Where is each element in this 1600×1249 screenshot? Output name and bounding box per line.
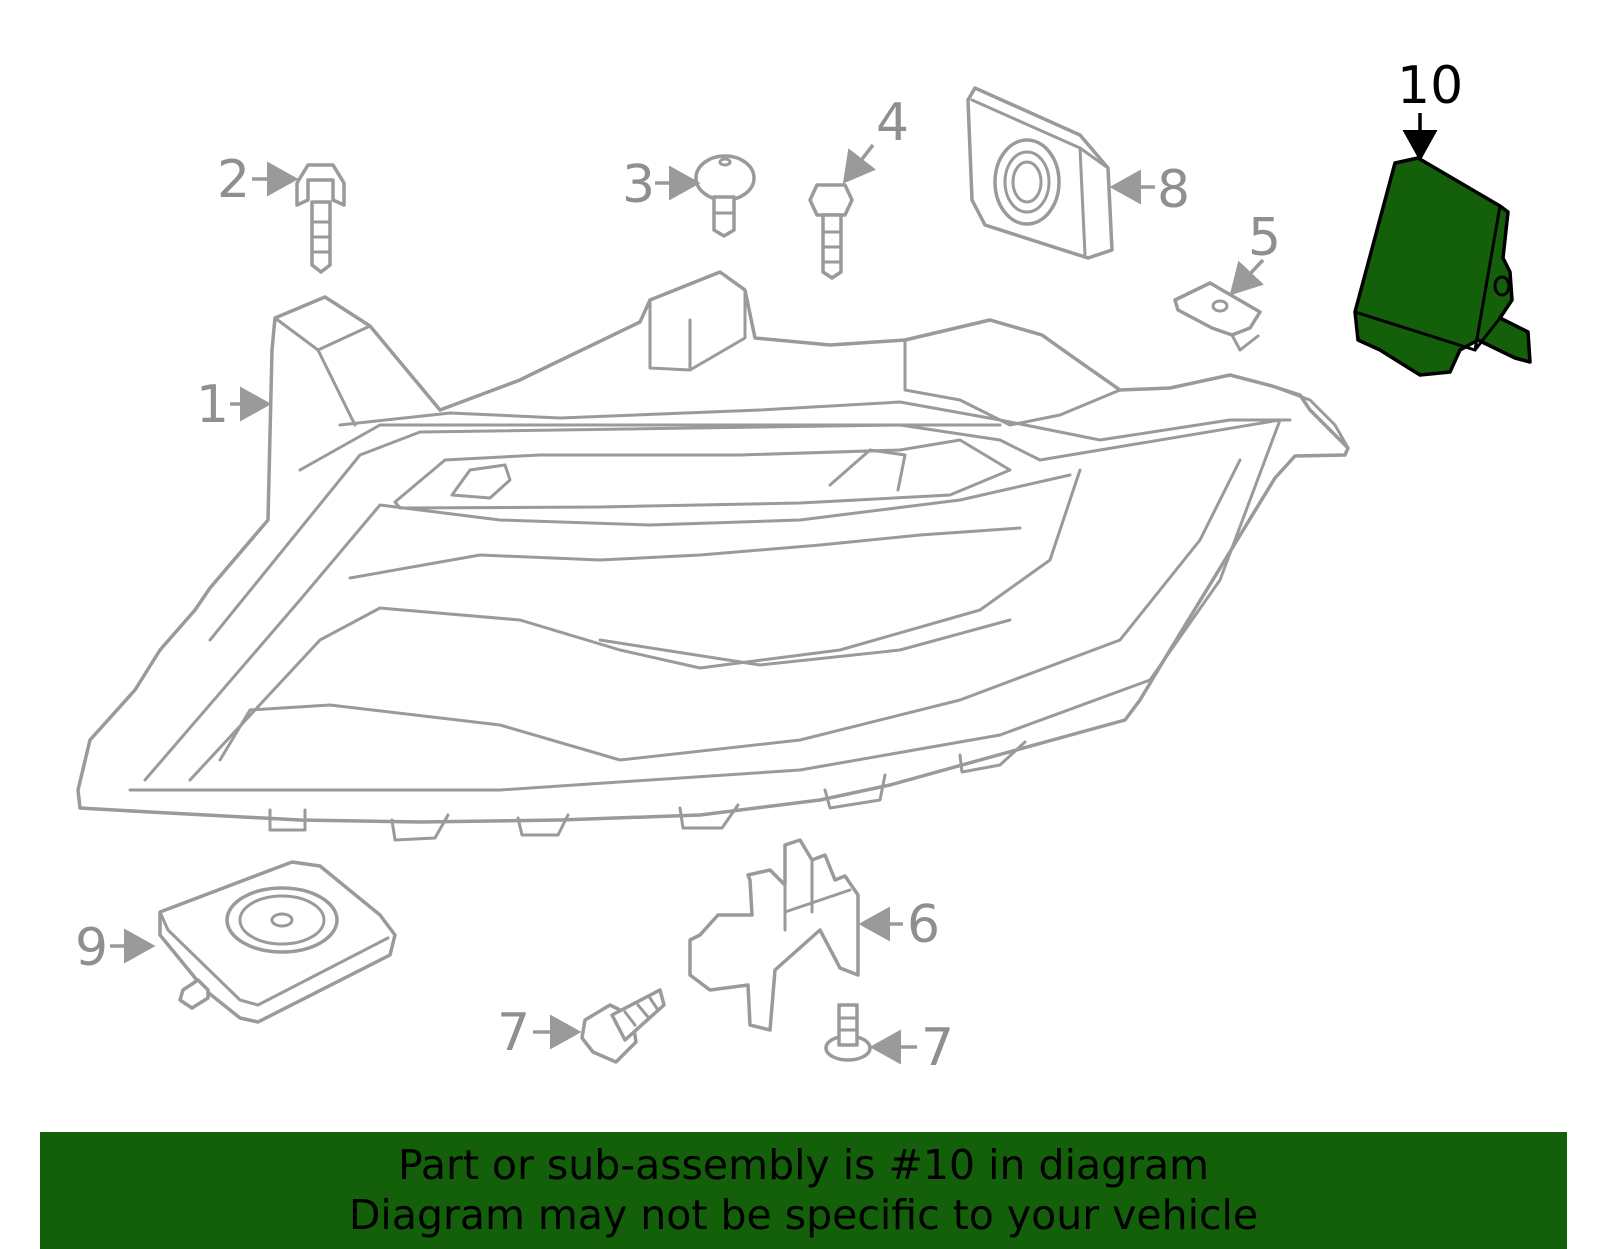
ballast-part-8 — [966, 86, 1114, 260]
callout-label: 7 — [497, 1003, 530, 1063]
callout-9: 9 — [75, 918, 156, 978]
ballast-part-9 — [158, 860, 397, 1024]
callout-label: 5 — [1248, 208, 1281, 268]
callout-7a: 7 — [497, 1003, 582, 1063]
stud-part-7b — [824, 1003, 872, 1062]
callout-label: 1 — [196, 375, 229, 435]
callout-1: 1 — [196, 375, 272, 435]
screw-part-3 — [694, 154, 756, 238]
screw-part-7a — [580, 988, 666, 1064]
callout-7b: 7 — [869, 1018, 954, 1078]
callout-3: 3 — [622, 155, 701, 215]
callout-label: 2 — [217, 150, 250, 210]
callout-10[interactable]: 10 — [1397, 56, 1463, 162]
hex-bolt-part-4 — [808, 183, 854, 280]
callout-label-highlighted: 10 — [1397, 56, 1463, 116]
callout-6: 6 — [858, 895, 940, 955]
banner-line-2: Diagram may not be specific to your vehi… — [348, 1191, 1259, 1239]
callout-2: 2 — [217, 150, 299, 210]
callout-label: 9 — [75, 918, 108, 978]
callout-label: 6 — [907, 895, 940, 955]
callout-label: 4 — [876, 93, 909, 153]
callout-8: 8 — [1109, 160, 1190, 220]
callout-label: 3 — [622, 155, 655, 215]
bolt-part-2 — [295, 163, 346, 274]
clip-nut-part-5 — [1173, 281, 1262, 352]
callout-label: 7 — [921, 1018, 954, 1078]
callout-label: 8 — [1157, 160, 1190, 220]
bracket-part-6 — [688, 838, 860, 1032]
banner-line-1: Part or sub-assembly is #10 in diagram — [397, 1141, 1210, 1189]
info-banner: Part or sub-assembly is #10 in diagram D… — [40, 1132, 1567, 1249]
callout-4: 4 — [842, 93, 909, 184]
callout-5: 5 — [1229, 208, 1281, 296]
control-module-part-10 — [1353, 156, 1532, 377]
headlamp-assembly — [76, 270, 1350, 842]
